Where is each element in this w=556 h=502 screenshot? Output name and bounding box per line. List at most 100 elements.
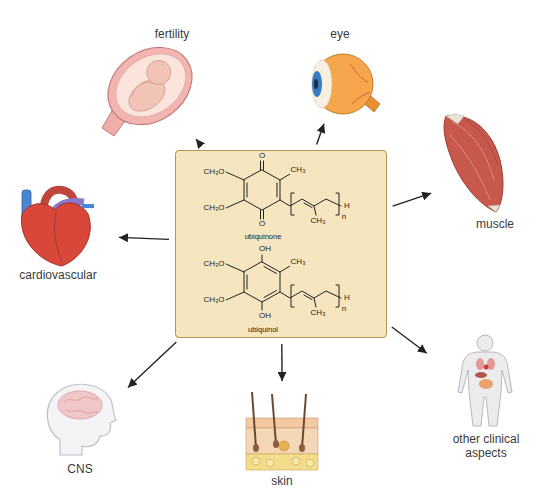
organ-label: cardiovascular — [19, 269, 96, 283]
organ-label: muscle — [476, 218, 514, 232]
skin-icon-part — [252, 457, 260, 465]
atom-symbol: CH₃O — [202, 204, 225, 212]
compound-name: ubiquinone — [245, 233, 282, 242]
atom-symbol: H — [343, 294, 351, 302]
ubiquinone-structure-part — [244, 170, 280, 210]
arrow-connector — [392, 327, 427, 353]
muscle-icon-part — [446, 115, 464, 125]
arrow-connector — [317, 124, 324, 145]
ubiquinol-structure — [226, 255, 341, 310]
muscle-icon-part — [450, 135, 490, 200]
ubiquinol-structure-part — [280, 266, 290, 272]
head-icon — [47, 384, 116, 455]
heart-icon — [22, 190, 94, 266]
atom-symbol: OH — [258, 245, 272, 253]
uterus-icon-part-part — [130, 78, 154, 98]
ubiquinone-structure-part — [260, 210, 261, 219]
organ-node: cardiovascular — [5, 185, 115, 285]
ubiquinone-structure-part — [280, 174, 290, 180]
arrow-connector — [281, 344, 283, 381]
uterus-icon-part-part — [104, 41, 198, 130]
muscle-icon — [444, 115, 503, 213]
ubiquinol-structure-part — [244, 262, 280, 302]
ubiquinol-structure-part — [336, 285, 339, 307]
eye-icon-part — [312, 71, 322, 97]
organ-node: other clinical aspects — [430, 330, 542, 465]
organ-node: skin — [240, 385, 325, 493]
atom-symbol: OH — [258, 312, 272, 320]
eye-icon — [312, 54, 380, 114]
compound-box: ubiquinoneubiquinol — [175, 150, 387, 338]
head-icon-part — [66, 410, 98, 413]
head-icon-part — [64, 397, 98, 402]
body-icon-part — [476, 358, 484, 370]
atom-symbol: CH₃O — [202, 260, 225, 268]
ubiquinone-structure-part — [263, 210, 264, 219]
skin-icon-part — [252, 392, 256, 448]
body-icon-part — [479, 379, 493, 389]
skin-icon-part — [302, 394, 306, 448]
arrow-connector — [128, 342, 176, 387]
uterus-icon — [93, 32, 207, 141]
heart-icon-part — [82, 204, 94, 208]
ubiquinone-structure-part — [280, 199, 341, 206]
atom-symbol: CH₃ — [290, 258, 307, 266]
atom-symbol: O — [258, 220, 266, 228]
ubiquinone-structure-part — [260, 161, 261, 170]
ubiquinol-structure-part — [262, 255, 263, 262]
eye-icon-part — [312, 60, 332, 108]
atom-symbol: CH₃O — [202, 168, 225, 176]
arrow-connector — [393, 193, 432, 206]
atom-symbol: CH₃ — [310, 217, 327, 225]
ubiquinone-structure-part — [336, 193, 339, 215]
eye-icon-part — [350, 64, 368, 82]
organ-label: fertility — [155, 28, 190, 42]
arrow-connector — [119, 237, 169, 239]
ubiquinone-structure-part — [263, 161, 264, 170]
body-icon — [458, 335, 512, 426]
uterus-icon-part-part — [93, 32, 207, 141]
skin-icon-part — [299, 444, 305, 452]
body-icon-part — [475, 372, 487, 378]
muscle-icon-part — [488, 205, 500, 212]
atom-symbol: O — [258, 152, 266, 160]
ubiquinol-structure-part — [247, 275, 248, 289]
skin-icon-part — [253, 444, 259, 452]
skin-icon-part — [246, 428, 318, 454]
ubiquinol-structure-part — [262, 302, 263, 310]
skin-icon-part — [246, 454, 318, 470]
arrow-connector — [196, 139, 201, 145]
organ-node: muscle — [435, 110, 550, 235]
muscle-icon-part — [452, 122, 494, 180]
uterus-icon-part-part — [142, 56, 175, 89]
ubiquinone-structure-part — [314, 206, 316, 215]
heart-icon-part — [54, 212, 62, 262]
skin-icon-part — [246, 418, 318, 428]
body-icon-part — [484, 365, 489, 370]
atom-symbol: n — [341, 305, 347, 313]
eye-icon-part — [352, 92, 370, 104]
skin-icon — [246, 392, 318, 470]
skin-icon-part — [306, 459, 314, 467]
ubiquinone-structure-part — [291, 193, 294, 215]
ubiquinol-structure-part — [280, 291, 341, 298]
head-icon-part — [47, 384, 116, 455]
organ-label: other clinical aspects — [441, 433, 531, 461]
head-icon-part — [58, 391, 102, 419]
ubiquinone-structure-part — [277, 183, 278, 197]
ubiquinol-structure-part — [314, 298, 316, 307]
ubiquinone-structure-part — [247, 183, 248, 197]
skin-icon-part — [273, 440, 279, 448]
atom-symbol: CH₃O — [202, 296, 225, 304]
ubiquinol-structure-part — [264, 291, 277, 298]
eye-icon-part — [313, 54, 373, 114]
skin-icon-part — [292, 457, 300, 465]
atom-symbol: n — [341, 213, 347, 221]
organ-label: skin — [271, 475, 292, 489]
ubiquinol-structure-part — [226, 264, 244, 272]
ubiquinone-structure-part — [226, 200, 244, 208]
muscle-icon-part — [444, 115, 503, 212]
organ-label: eye — [330, 28, 349, 42]
